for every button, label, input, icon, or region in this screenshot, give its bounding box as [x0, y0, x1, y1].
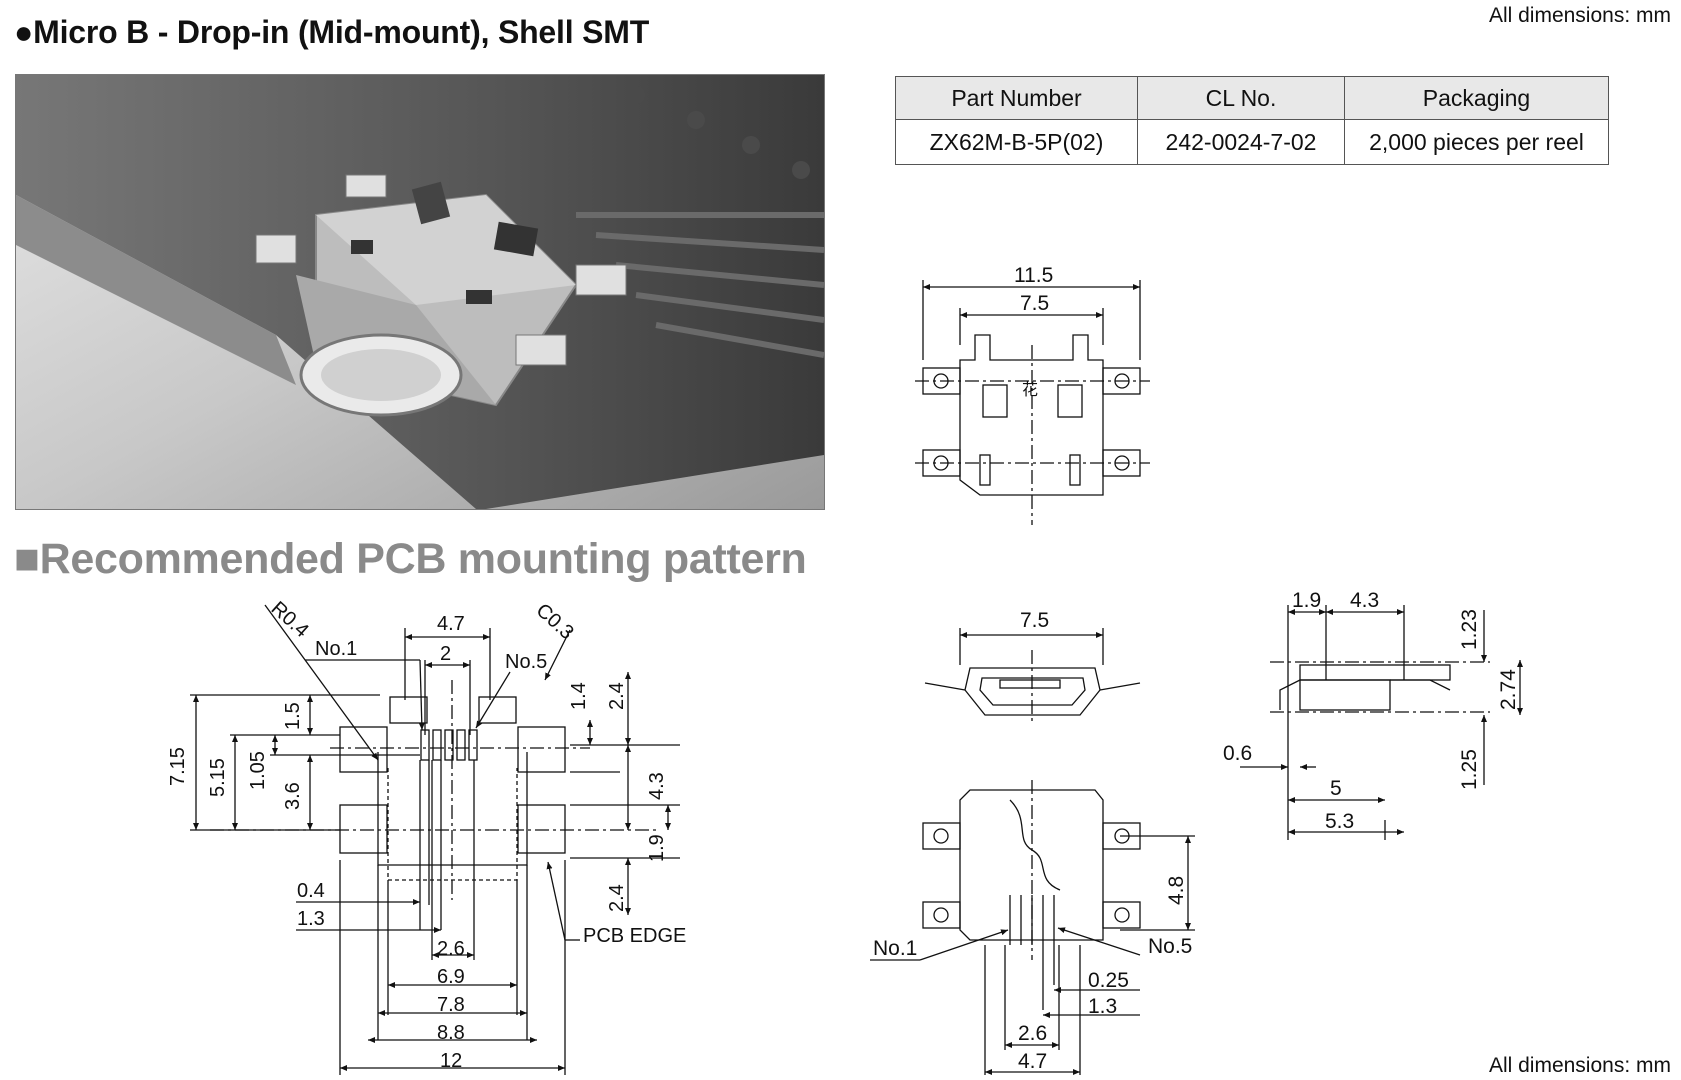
dim-7-15: 7.15: [167, 747, 189, 786]
dim-4-7: 4.7: [437, 613, 465, 635]
page-title: ●Micro B - Drop-in (Mid-mount), Shell SM…: [14, 14, 650, 50]
product-photo: [15, 74, 825, 510]
dim-1-9: 1.9: [646, 834, 668, 862]
dim-0-6: 0.6: [1223, 742, 1252, 765]
pcb-pattern-drawing: [190, 604, 680, 1075]
dim-12: 12: [440, 1050, 462, 1072]
col-cl-no: CL No.: [1137, 76, 1345, 120]
pcb-pad: [478, 696, 517, 724]
dim-2-6-bottom: 2.6: [1018, 1022, 1047, 1045]
dim-7-5-front: 7.5: [1020, 609, 1049, 632]
dim-2-4-top: 2.4: [606, 682, 628, 710]
top-view-labels: 11.5 7.5 花: [1014, 264, 1053, 399]
dim-0-4: 0.4: [297, 880, 325, 902]
pcb-pad: [517, 804, 566, 854]
dim-0-25: 0.25: [1088, 969, 1129, 992]
dim-4-3-side: 4.3: [1350, 589, 1379, 612]
front-view-drawing: [924, 628, 1141, 725]
dim-2-74: 2.74: [1497, 669, 1520, 710]
dim-5-3: 5.3: [1325, 810, 1354, 833]
pcb-pad: [389, 696, 428, 724]
dim-7-8: 7.8: [437, 994, 465, 1016]
side-view-labels: 1.9 4.3 1.23 2.74 1.25 0.6 5 5.3: [1223, 589, 1520, 833]
pcb-pad: [339, 726, 388, 773]
label-r04: R0.4: [267, 597, 313, 642]
table-row: ZX62M-B-5P(02) 242-0024-7-02 2,000 piece…: [895, 119, 1609, 165]
dim-3-6: 3.6: [282, 782, 304, 810]
label-c03: C0.3: [532, 599, 578, 644]
side-view-drawing: [1240, 605, 1523, 840]
dim-2: 2: [440, 643, 451, 665]
dim-1-05: 1.05: [247, 751, 269, 790]
dim-4-3: 4.3: [646, 772, 668, 800]
dim-4-8: 4.8: [1165, 876, 1188, 905]
dim-2-4-bottom: 2.4: [606, 884, 628, 912]
label-pcb-edge: PCB EDGE: [583, 925, 686, 947]
dim-8-8: 8.8: [437, 1022, 465, 1044]
dim-5: 5: [1330, 777, 1342, 800]
label-no5-bottom: No.5: [1148, 935, 1192, 958]
dim-1-23: 1.23: [1458, 609, 1481, 650]
label-no1-bottom: No.1: [873, 937, 917, 960]
bottom-view-drawing: [870, 780, 1195, 1075]
pcb-pattern-labels: R0.4 C0.3 No.1 No.5 PCB EDGE 4.7 2 7.15 …: [167, 597, 686, 1072]
label-no1: No.1: [315, 638, 357, 660]
connector-photo-illustration: [16, 75, 824, 509]
dim-11-5: 11.5: [1014, 264, 1053, 287]
hirose-logo: 花: [1022, 381, 1038, 399]
col-packaging: Packaging: [1344, 76, 1609, 120]
table-header-row: Part Number CL No. Packaging: [895, 76, 1609, 120]
col-part-number: Part Number: [895, 76, 1138, 120]
dim-1-4: 1.4: [568, 682, 590, 710]
pcb-pad: [517, 726, 566, 773]
cell-cl-no: 242-0024-7-02: [1137, 119, 1345, 165]
cell-part-number: ZX62M-B-5P(02): [895, 119, 1138, 165]
dim-5-15: 5.15: [207, 758, 229, 797]
cell-packaging: 2,000 pieces per reel: [1344, 119, 1609, 165]
dim-1-9-side: 1.9: [1292, 589, 1321, 612]
top-view-drawing: [915, 280, 1150, 525]
bottom-view-labels: 4.8 No.1 No.5 0.25 1.3 2.6 4.7: [873, 876, 1192, 1073]
dim-1-5: 1.5: [282, 702, 304, 730]
signal-pads: [420, 729, 478, 761]
dim-7-5-top: 7.5: [1020, 292, 1049, 315]
label-no5: No.5: [505, 651, 547, 673]
bottom-view-pins: [1009, 895, 1055, 945]
dim-1-3: 1.3: [297, 908, 325, 930]
part-number-table: Part Number CL No. Packaging ZX62M-B-5P(…: [895, 76, 1609, 165]
dim-2-6: 2.6: [437, 938, 465, 960]
dimensions-note-top: All dimensions: mm: [1488, 4, 1671, 27]
dim-1-25: 1.25: [1458, 749, 1481, 790]
dim-6-9: 6.9: [437, 966, 465, 988]
dim-1-3-bottom: 1.3: [1088, 995, 1117, 1018]
dim-4-7-bottom: 4.7: [1018, 1050, 1047, 1073]
front-view-labels: 7.5: [1020, 609, 1049, 632]
section-title: ■Recommended PCB mounting pattern: [14, 535, 807, 583]
dimensions-note-bottom: All dimensions: mm: [1488, 1054, 1671, 1077]
pcb-pad: [339, 804, 388, 854]
